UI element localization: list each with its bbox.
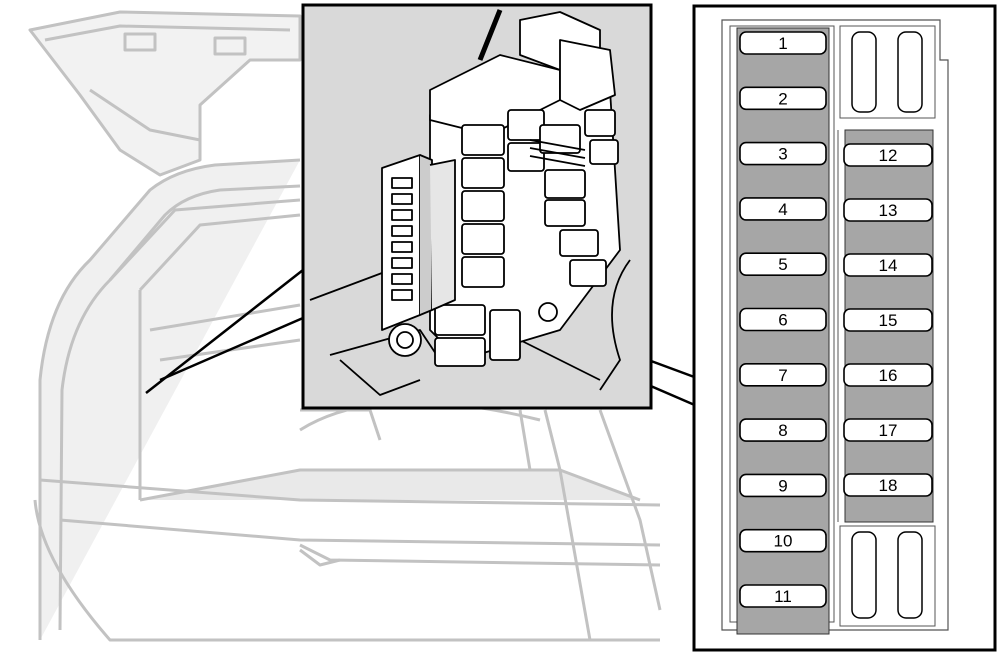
fuse-number: 8 (778, 421, 787, 440)
fuse-box-illustration (309, 9, 631, 396)
fuse-18: 18 (843, 473, 933, 497)
fuse-16: 16 (843, 363, 933, 387)
fuse-slot (739, 307, 827, 332)
fuse-box-detail-view (301, 3, 653, 410)
fuse-slot (739, 197, 827, 221)
fuse-13: 13 (843, 198, 933, 222)
fuse-number: 3 (778, 145, 787, 164)
fuse-9: 9 (739, 473, 827, 498)
fuse-2: 2 (739, 86, 827, 111)
fuse-number: 6 (778, 311, 787, 330)
fuse-slot (843, 143, 933, 167)
fuse-17: 17 (843, 418, 933, 442)
fuse-4: 4 (739, 197, 827, 221)
fuse-slot (739, 31, 827, 55)
fuse-number: 17 (879, 421, 898, 440)
fuse-number: 1 (778, 34, 787, 53)
fuse-slot (739, 141, 827, 166)
fuse-number: 15 (879, 311, 898, 330)
fuse-slot (843, 308, 933, 332)
fuse-5: 5 (739, 252, 827, 276)
fuse-number: 9 (778, 476, 787, 495)
fuse-15: 15 (843, 308, 933, 332)
fuse-number: 13 (879, 201, 898, 220)
fuse-7: 7 (739, 362, 827, 387)
fuse-number: 5 (778, 255, 787, 274)
fuse-slot (843, 418, 933, 442)
fuse-column-right: 12 13 14 15 16 17 18 (843, 143, 933, 497)
fuse-number: 12 (879, 146, 898, 165)
fuse-slot (739, 362, 827, 387)
fuse-8: 8 (739, 418, 827, 442)
fuse-slot (739, 252, 827, 276)
fuse-slot (739, 528, 827, 553)
fuse-slot (739, 86, 827, 111)
fuse-column-left: 1 2 3 4 5 6 7 8 9 10 11 (739, 31, 827, 608)
fuse-10: 10 (739, 528, 827, 553)
fuse-slot (843, 363, 933, 387)
fuse-3: 3 (739, 141, 827, 166)
fuse-number: 4 (778, 200, 787, 219)
fuse-slot (843, 473, 933, 497)
fuse-14: 14 (843, 253, 933, 277)
fuse-number: 7 (778, 366, 787, 385)
car-trunk-illustration (28, 10, 662, 642)
fuse-6: 6 (739, 307, 827, 332)
fuse-slot (843, 198, 933, 222)
fuse-slot (739, 473, 827, 498)
fuse-number: 11 (774, 587, 792, 606)
fuse-slot (739, 418, 827, 442)
fuse-slot (843, 253, 933, 277)
fuse-number: 14 (879, 256, 898, 275)
fuse-12: 12 (843, 143, 933, 167)
fuse-slot (739, 584, 827, 608)
fuse-number: 10 (774, 532, 793, 551)
fuse-number: 16 (879, 366, 898, 385)
fuse-number: 18 (879, 476, 898, 495)
fuse-number: 2 (778, 89, 787, 108)
fuse-1: 1 (739, 31, 827, 55)
fuse-11: 11 (739, 584, 827, 608)
